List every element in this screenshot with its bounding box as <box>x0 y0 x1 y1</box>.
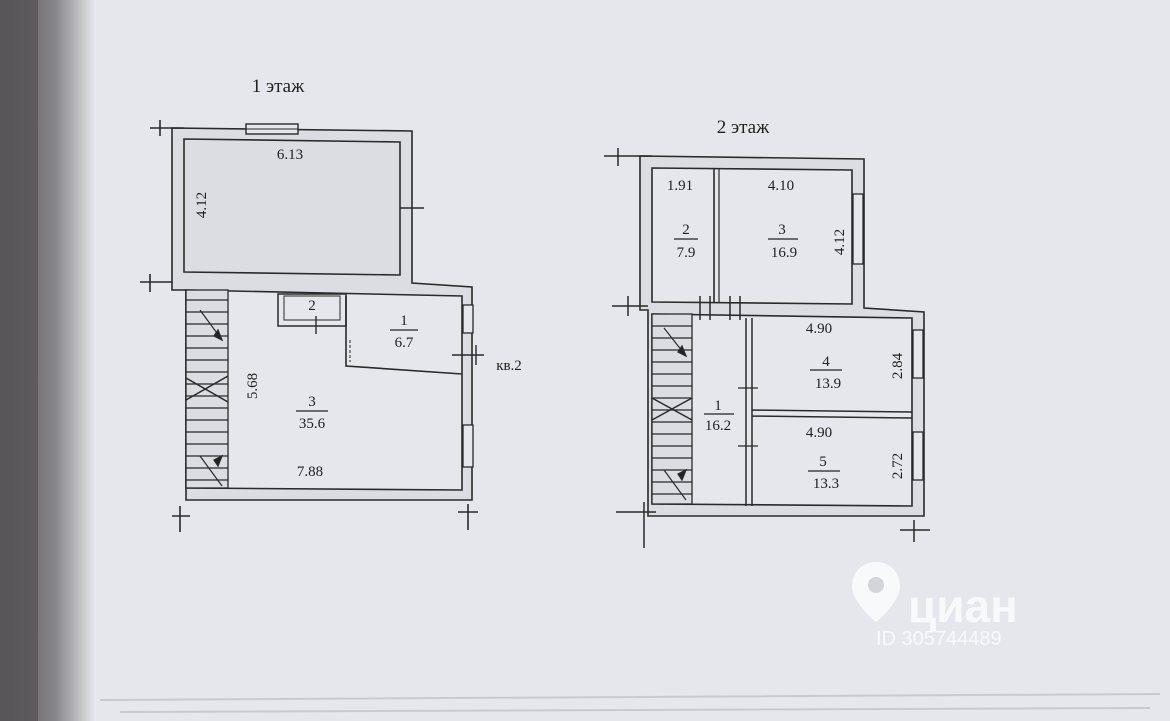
floor1-room1-number: 1 <box>400 313 408 329</box>
floor2-room3-area: 16.9 <box>771 245 797 261</box>
floor2-room1-area: 16.2 <box>705 418 731 434</box>
floor1-neighbor-label: кв.2 <box>496 358 522 374</box>
floor1-corner-ticks <box>140 120 478 532</box>
floor1-room2-number: 2 <box>308 298 316 314</box>
floor1-room2-inner <box>283 295 341 321</box>
floor2-room5-area: 13.3 <box>813 476 839 492</box>
floor1-upper-width: 6.13 <box>277 147 303 163</box>
floor1-plan: 1 этаж 6.13 <box>140 76 522 532</box>
floor2-room3-width: 4.10 <box>768 178 794 194</box>
location-pin-icon <box>852 562 900 622</box>
floor2-partitions <box>745 318 913 506</box>
floor2-room5-width: 4.90 <box>806 425 832 441</box>
floor1-upper-height: 4.12 <box>194 192 210 218</box>
floor2-room3-height: 4.12 <box>832 229 848 255</box>
watermark-brand: циан <box>908 580 1018 632</box>
floor2-room3-number: 3 <box>778 222 786 238</box>
floor2-room5-number: 5 <box>819 454 827 470</box>
floor2-room2-width: 1.91 <box>667 178 693 194</box>
floor1-room3-width: 7.88 <box>297 464 323 480</box>
floor2-room1-number: 1 <box>714 398 722 414</box>
floor2-room3-window <box>852 193 864 265</box>
bottom-bleed-marks <box>99 693 1161 713</box>
floor2-upper-inner <box>651 167 853 305</box>
floor1-room1-area: 6.7 <box>395 335 414 351</box>
page-edge-dark <box>0 0 38 721</box>
floor1-title: 1 этаж <box>252 76 305 97</box>
watermark-id: ID 305744489 <box>876 628 1002 650</box>
floor2-plan: 2 этаж 1.91 2 <box>604 117 930 548</box>
floor2-room5-height: 2.72 <box>890 453 906 479</box>
floor2-room4-number: 4 <box>822 354 830 370</box>
floor1-room2-box <box>277 293 347 327</box>
floor2-room4-height: 2.84 <box>890 352 906 379</box>
floor1-room1-partition <box>345 296 463 375</box>
floor1-room3-area: 35.6 <box>299 416 326 432</box>
floor1-room3-number: 3 <box>308 394 316 410</box>
floor2-room5-window <box>912 431 924 481</box>
floor2-corner-ticks <box>604 148 930 548</box>
floor2-title: 2 этаж <box>717 117 770 138</box>
watermark: циан ID 305744489 <box>852 562 1018 650</box>
floor2-room4-window <box>912 329 924 379</box>
floor2-room4-width: 4.90 <box>806 321 832 337</box>
floor2-room4-area: 13.9 <box>815 376 841 392</box>
floor2-room2-number: 2 <box>682 222 690 238</box>
floor1-right-window-1 <box>462 304 474 334</box>
floor1-room3-height: 5.68 <box>245 373 261 399</box>
floor1-staircase <box>185 289 229 489</box>
floor2-staircase <box>651 313 693 505</box>
floor2-room2-area: 7.9 <box>677 245 696 261</box>
floor1-right-window-2 <box>462 424 474 468</box>
